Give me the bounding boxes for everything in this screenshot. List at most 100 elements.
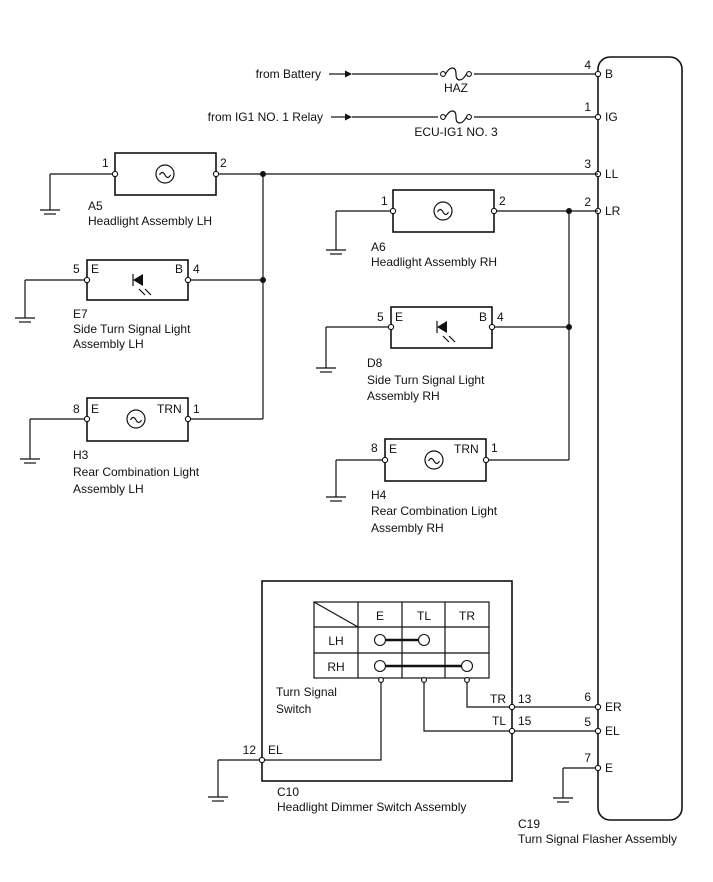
svg-text:EL: EL (268, 743, 283, 757)
a6-pin-2 (490, 207, 498, 215)
d8-led-icon (436, 321, 456, 343)
h3-code: H3 (73, 448, 89, 462)
lh-continuity (373, 633, 431, 647)
h4-bulb-icon (424, 450, 444, 470)
a6-code: A6 (371, 240, 386, 254)
d8-pin-5 (387, 323, 395, 331)
h4-term-trn: TRN (454, 442, 479, 456)
h3-pin-8 (83, 415, 91, 423)
fuse-haz-label: HAZ (444, 81, 468, 95)
d8-term-b: B (479, 310, 487, 324)
h4-ground (326, 459, 382, 502)
table-col-tr: TR (459, 609, 475, 623)
flasher-pin-el: 5 EL (584, 715, 620, 738)
e7-pin-5-label: 5 (73, 262, 80, 276)
svg-text:IG: IG (605, 110, 618, 124)
h4-name-1: Rear Combination Light (371, 504, 498, 518)
a5-bulb-icon (155, 164, 175, 184)
table-row-lh: LH (328, 634, 343, 648)
a5-pin-1-label: 1 (102, 156, 109, 170)
a5-pin-1 (111, 170, 119, 178)
fuse-ecu-ig1-label: ECU-IG1 NO. 3 (414, 125, 498, 139)
d8-code: D8 (367, 356, 383, 370)
svg-text:1: 1 (584, 100, 591, 114)
wire-switch-el (264, 682, 382, 761)
e7-pin-4-label: 4 (193, 262, 200, 276)
e7-term-b: B (175, 262, 183, 276)
table-col-e: E (376, 609, 384, 623)
svg-text:LL: LL (605, 167, 619, 181)
a5-code: A5 (88, 199, 103, 213)
fuse-haz (438, 67, 474, 81)
flasher-pin-ig: 1 IG (584, 100, 617, 124)
h3-pin-1-label: 1 (193, 402, 200, 416)
flasher-code: C19 (518, 817, 540, 831)
a6-bulb-icon (433, 201, 453, 221)
e7-led-icon (132, 274, 152, 296)
source-battery-arrow (329, 70, 352, 78)
d8-name-1: Side Turn Signal Light (367, 373, 485, 387)
c10-code: C10 (277, 785, 299, 799)
d8-pin-5-label: 5 (377, 310, 384, 324)
h3-pin-1 (184, 415, 192, 423)
flasher-body (597, 56, 683, 821)
h4-pin-1-label: 1 (491, 441, 498, 455)
svg-text:ER: ER (605, 700, 622, 714)
h3-name-2: Assembly LH (73, 482, 144, 496)
wire-switch-tl (423, 682, 510, 732)
h4-pin-1 (482, 456, 490, 464)
h3-term-trn: TRN (157, 402, 182, 416)
svg-text:6: 6 (584, 690, 591, 704)
source-battery-label: from Battery (256, 67, 321, 81)
svg-text:7: 7 (584, 751, 591, 765)
e7-pin-5 (83, 276, 91, 284)
flasher-ground (553, 767, 595, 803)
junction-rh-top (566, 208, 572, 214)
flasher-pin-er: 6 ER (584, 690, 622, 714)
svg-text:E: E (605, 761, 613, 775)
c10-ground (208, 759, 260, 802)
flasher-pin-ll: 3 LL (584, 157, 618, 181)
h3-term-e: E (91, 402, 99, 416)
e7-pin-4 (184, 276, 192, 284)
h4-pin-8-label: 8 (371, 441, 378, 455)
svg-text:B: B (605, 67, 613, 81)
flasher-pin-lr: 2 LR (584, 195, 620, 218)
h3-ground (20, 418, 84, 464)
a6-headlight-rh (392, 189, 495, 233)
a5-ground (40, 173, 112, 215)
e7-term-e: E (91, 262, 99, 276)
d8-pin-4 (488, 323, 496, 331)
flasher-name: Turn Signal Flasher Assembly (518, 832, 677, 846)
h3-pin-8-label: 8 (73, 402, 80, 416)
c10-dimmer-switch (261, 580, 513, 782)
h4-term-e: E (389, 442, 397, 456)
d8-name-2: Assembly RH (367, 389, 440, 403)
switch-tap-tr (464, 677, 470, 683)
svg-text:EL: EL (605, 724, 620, 738)
e7-name-2: Assembly LH (73, 337, 144, 351)
a6-pin-1 (389, 207, 397, 215)
svg-text:LR: LR (605, 204, 621, 218)
source-ig1-arrow (331, 113, 352, 121)
a6-pin-1-label: 1 (381, 194, 388, 208)
switch-tap-tl (421, 677, 427, 683)
d8-term-e: E (395, 310, 403, 324)
h3-bulb-icon (126, 409, 146, 429)
h3-rear-combo-lh (86, 397, 189, 442)
a5-pin-2-label: 2 (220, 156, 227, 170)
c10-name: Headlight Dimmer Switch Assembly (277, 800, 466, 814)
h4-code: H4 (371, 488, 387, 502)
e7-code: E7 (73, 307, 88, 321)
a5-headlight-lh (114, 152, 217, 196)
wire-switch-tr (466, 682, 510, 708)
a5-pin-2 (212, 170, 220, 178)
svg-text:13: 13 (518, 692, 532, 706)
flasher-pin-e: 7 E (584, 751, 613, 775)
source-ig1-label: from IG1 NO. 1 Relay (208, 110, 323, 124)
e7-name-1: Side Turn Signal Light (73, 322, 191, 336)
turn-signal-switch-table (313, 601, 490, 679)
c10-pin-13: 13 TR (490, 692, 532, 711)
a6-pin-2-label: 2 (499, 194, 506, 208)
d8-pin-4-label: 4 (497, 310, 504, 324)
